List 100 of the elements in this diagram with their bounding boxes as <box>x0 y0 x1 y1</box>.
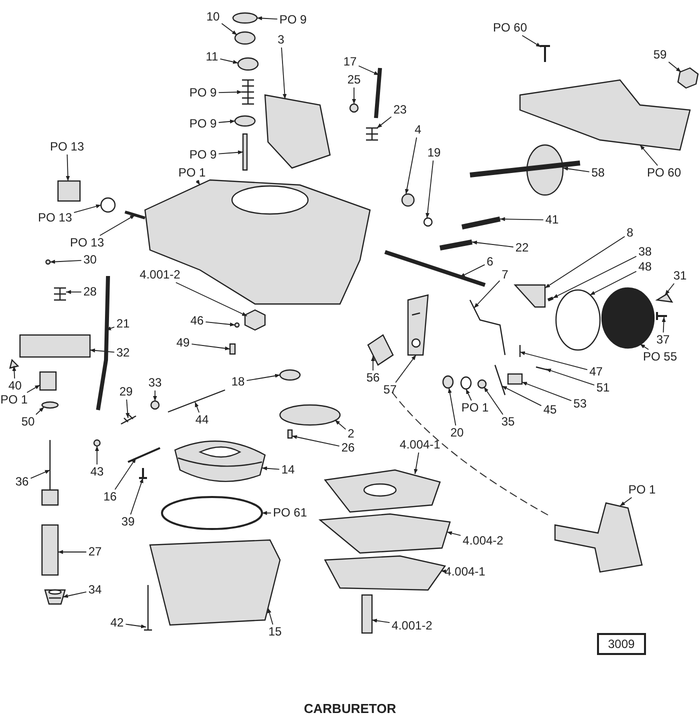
gasket-drawing <box>324 555 446 591</box>
seat-drawing <box>44 589 66 605</box>
ring-drawing <box>460 376 472 390</box>
washer-drawing <box>150 400 160 410</box>
callout-number: 47 <box>588 366 604 378</box>
callout-number: 32 <box>115 346 131 360</box>
leader-line <box>262 511 272 515</box>
screw-drawing <box>138 467 148 479</box>
leader-line <box>371 356 375 371</box>
callout-number: 51 <box>595 382 611 394</box>
plug-drawing <box>349 103 359 113</box>
callout-number: 11 <box>204 50 220 64</box>
leader-line <box>62 591 87 598</box>
leader-line <box>125 624 146 628</box>
leader-line <box>256 16 278 20</box>
choke-cover-drawing <box>601 287 655 349</box>
callout-number: 37 <box>655 334 671 346</box>
screw-drawing <box>461 216 501 230</box>
ball-drawing <box>234 322 240 328</box>
screw-drawing <box>539 45 551 63</box>
cap-drawing <box>234 31 256 45</box>
washer-drawing <box>41 401 59 409</box>
callout-number: 3 <box>276 34 286 46</box>
leader-line <box>460 264 486 278</box>
callout-number: 36 <box>14 476 30 488</box>
callout-number: 50 <box>20 416 36 428</box>
valve-seat-drawing <box>237 57 259 71</box>
callout-number: 6 <box>486 256 494 268</box>
leader-line <box>590 270 637 296</box>
lever-drawing <box>514 284 546 308</box>
nut-drawing <box>477 379 487 389</box>
washer-drawing <box>442 375 454 389</box>
leader-line <box>395 354 416 383</box>
callout-number: 14 <box>280 464 296 476</box>
caption: CARBURETOR <box>304 701 396 716</box>
callout-number: PO 9 <box>188 86 218 100</box>
leader-line <box>372 618 390 624</box>
leader-line <box>126 399 130 418</box>
retainer-drawing <box>234 115 256 127</box>
rod-drawing <box>494 364 506 396</box>
callout-number: PO 61 <box>272 506 308 520</box>
spring-drawing <box>53 287 67 301</box>
callout-number: 17 <box>342 56 358 68</box>
rod-drawing <box>96 276 110 410</box>
pin-drawing <box>536 366 548 371</box>
leader-line <box>440 569 446 574</box>
callout-number: 35 <box>500 416 516 428</box>
link-rod-drawing <box>469 300 506 356</box>
leader-line <box>26 384 40 393</box>
leader-line <box>220 58 238 64</box>
screw-drawing <box>547 296 554 302</box>
callout-number: 26 <box>340 442 356 454</box>
clamp-drawing <box>655 293 674 303</box>
callout-number: PO 13 <box>48 140 86 154</box>
callout-number: 39 <box>120 516 136 528</box>
callout-number: 4.004-2 <box>462 534 504 548</box>
callout-number: 30 <box>82 254 98 266</box>
screw-drawing <box>287 429 293 439</box>
leader-line <box>281 47 287 100</box>
float-bowl-drawing <box>149 539 281 626</box>
callout-number: 41 <box>544 214 560 226</box>
leader-line <box>358 65 380 76</box>
leader-line <box>664 283 675 296</box>
callout-number: 22 <box>514 242 530 254</box>
leader-line <box>66 154 70 182</box>
leader-line <box>466 388 472 401</box>
leader-line <box>50 260 82 264</box>
callout-number: 4.001-2 <box>390 620 434 632</box>
callout-number: 4.004-1 <box>398 438 442 452</box>
callout-number: 18 <box>230 376 246 388</box>
callout-number: 56 <box>365 372 381 384</box>
rod-drawing <box>168 389 226 413</box>
screw-drawing <box>656 311 668 321</box>
clip-drawing <box>45 259 51 265</box>
screw-drawing <box>143 584 153 631</box>
leader-line <box>426 160 434 218</box>
callout-number: PO 9 <box>278 14 308 26</box>
leader-line <box>196 180 200 186</box>
leader-line <box>522 35 542 48</box>
fitting-drawing <box>57 180 81 202</box>
leader-line <box>562 166 590 172</box>
leader-line <box>153 390 157 402</box>
leader-line <box>474 280 500 308</box>
leader-line <box>99 214 136 236</box>
plug-drawing <box>279 369 301 381</box>
leader-line <box>114 458 136 490</box>
callout-number: 58 <box>590 166 606 180</box>
screw-drawing <box>374 68 382 118</box>
callout-number: 34 <box>87 584 103 596</box>
callout-number: PO 1 <box>460 402 490 414</box>
spring-drawing <box>241 79 255 105</box>
gasket-drawing <box>161 496 263 530</box>
leader-line <box>520 351 588 370</box>
leader-line <box>66 290 82 294</box>
callout-number: PO 60 <box>492 22 528 34</box>
bracket-drawing <box>519 79 691 151</box>
leader-line <box>106 326 115 330</box>
callout-number: PO 1 <box>177 166 207 180</box>
callout-number: 31 <box>672 270 688 282</box>
callout-number: 48 <box>637 260 653 274</box>
